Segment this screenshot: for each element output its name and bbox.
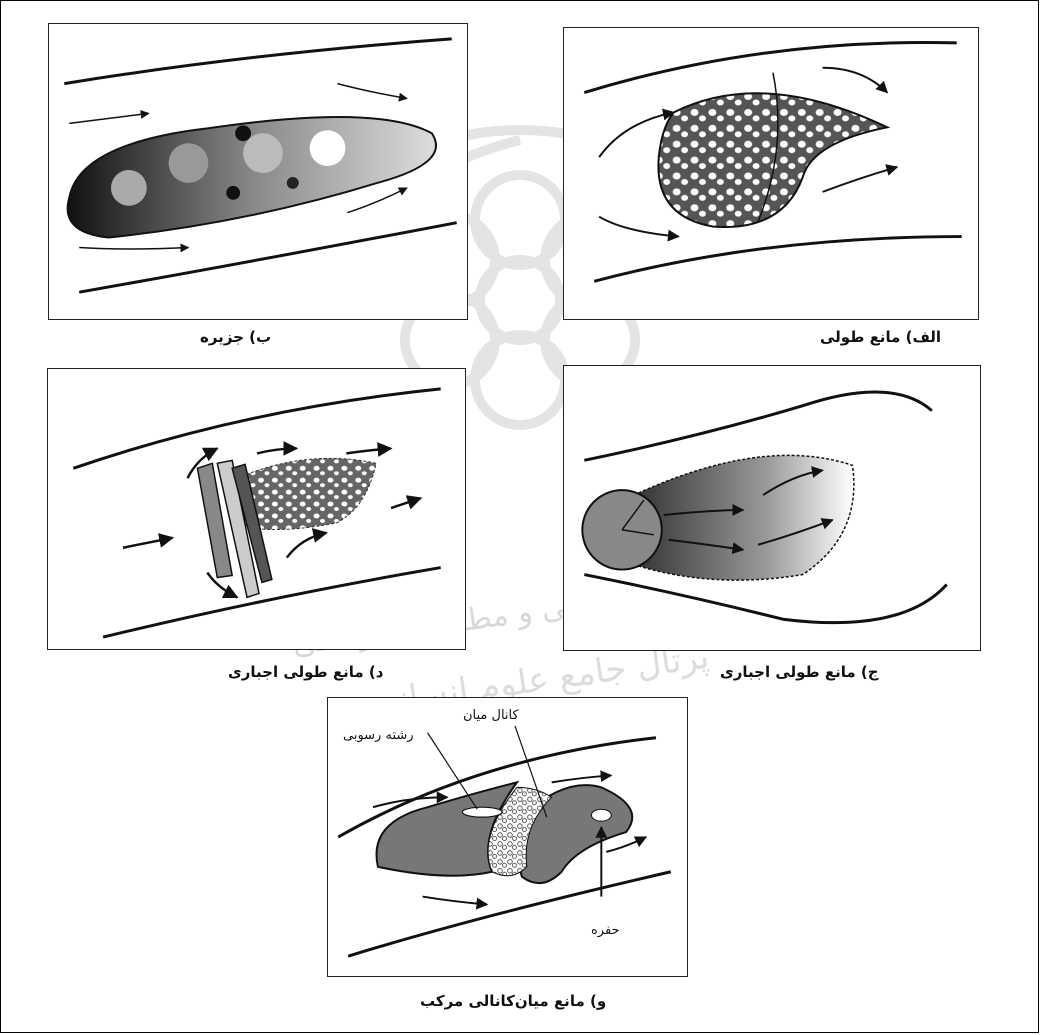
island-diagram bbox=[49, 24, 467, 319]
label-sediment-strand: رشته رسوبی bbox=[343, 728, 414, 743]
caption-island: ب) جزیره bbox=[200, 328, 271, 346]
panel-compound-bar: کانال میان رشته رسوبی حفره bbox=[327, 697, 688, 977]
label-middle-channel: کانال میان bbox=[463, 708, 519, 723]
panel-longitudinal-bar bbox=[563, 27, 979, 320]
longitudinal-bar-diagram bbox=[564, 28, 978, 319]
forced-bar-c-diagram bbox=[564, 366, 980, 650]
panel-island bbox=[48, 23, 468, 320]
panel-forced-bar-c bbox=[563, 365, 981, 651]
label-hole: حفره bbox=[591, 923, 620, 938]
caption-forced-bar-d: د) مانع طولی اجباری bbox=[228, 663, 383, 681]
caption-forced-bar-c: ج) مانع طولی اجباری bbox=[720, 663, 879, 681]
caption-compound-bar: و) مانع میان‌کانالی مرکب bbox=[420, 992, 606, 1010]
panel-forced-bar-d bbox=[47, 368, 466, 650]
forced-bar-d-diagram bbox=[48, 369, 465, 649]
caption-longitudinal-bar: الف) مانع طولی bbox=[820, 328, 941, 346]
